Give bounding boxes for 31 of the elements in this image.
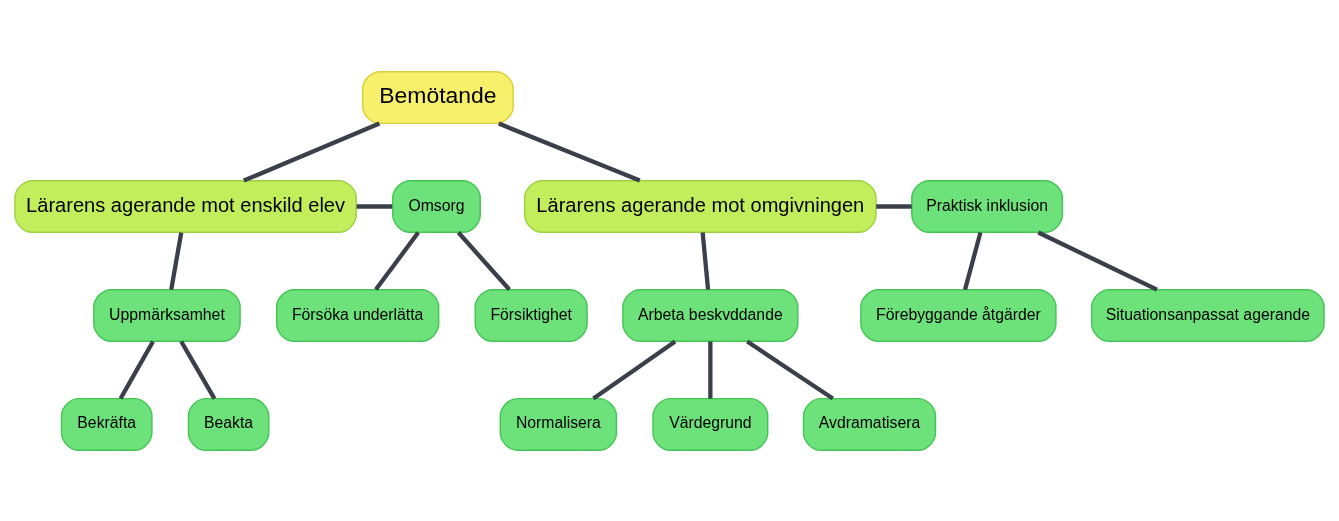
connector xyxy=(242,121,381,183)
node-box: Beakta xyxy=(187,397,270,451)
node-box: Uppmärksamhet xyxy=(93,288,241,342)
node-box: Bekräfta xyxy=(60,397,153,451)
connector xyxy=(374,230,420,291)
node-box: Praktisk inklusion xyxy=(911,179,1064,233)
node-box: Försöka underlätta xyxy=(275,288,440,342)
node-box: Lärarens agerande mot omgivningen xyxy=(523,179,877,233)
connector xyxy=(1037,230,1158,291)
connector xyxy=(708,341,713,399)
node-box: Avdramatisera xyxy=(802,397,937,451)
node-box: Omsorg xyxy=(392,179,481,233)
node-box: Bemötande xyxy=(361,70,514,124)
node-box: Försiktighet xyxy=(474,288,588,342)
connector xyxy=(118,339,155,400)
connector xyxy=(456,230,511,291)
connector xyxy=(179,339,217,400)
connector xyxy=(700,231,711,290)
connector xyxy=(169,231,184,290)
node-box: Situationsanpassat agerande xyxy=(1091,288,1325,342)
node-box: Lärarens agerande mot enskild elev xyxy=(14,179,357,233)
connector xyxy=(746,339,834,400)
node-box: Förebyggande åtgärder xyxy=(860,288,1057,342)
connector xyxy=(876,203,912,209)
node-box: Värdegrund xyxy=(652,397,769,451)
connector xyxy=(962,231,983,290)
connector xyxy=(356,203,393,209)
connector xyxy=(592,339,677,400)
node-box: Normalisera xyxy=(499,397,618,451)
connector xyxy=(498,121,641,183)
node-box: Arbeta beskvddande xyxy=(622,288,799,342)
